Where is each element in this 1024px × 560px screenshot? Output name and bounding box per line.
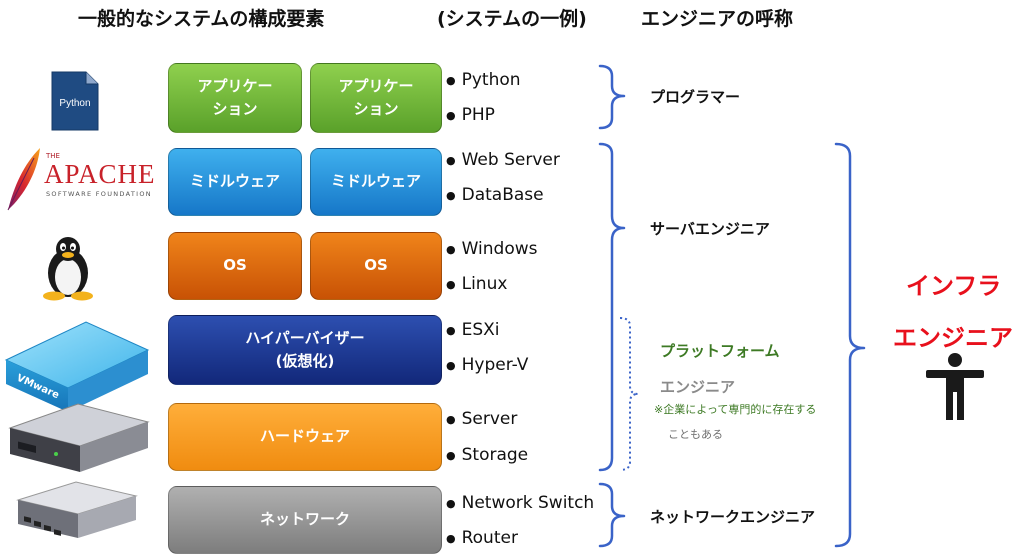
example-item: ●Windows <box>446 239 538 259</box>
role-platform-label: プラットフォーム <box>660 342 780 360</box>
hardware-box: ハードウェア <box>168 403 442 471</box>
example-item: ●Web Server <box>446 150 560 170</box>
example-item: ●DataBase <box>446 185 544 205</box>
platform-note-line1: ※企業によって専門的に存在する <box>654 403 817 416</box>
role-network-engineer: ネットワークエンジニア <box>650 508 816 526</box>
role-programmer: プログラマー <box>650 88 741 106</box>
hypervisor-box: ハイパーバイザー (仮想化) <box>168 315 442 385</box>
infra-engineer-bracket <box>834 142 866 548</box>
programmer-bracket <box>598 64 626 130</box>
os-box-2: OS <box>310 232 442 300</box>
apache-name-text: APACHE <box>44 159 156 189</box>
example-item: ●Server <box>446 409 518 429</box>
vmware-box-icon: VMware <box>4 321 150 412</box>
python-logo-text: Python <box>59 98 90 109</box>
header-example: (システムの一例) <box>437 8 587 30</box>
middleware-box-1: ミドルウェア <box>168 148 302 216</box>
network-box: ネットワーク <box>168 486 442 554</box>
application-box-1: アプリケー ション <box>168 63 302 133</box>
application-box-2: アプリケー ション <box>310 63 442 133</box>
linux-penguin-icon <box>43 237 93 301</box>
infra-label-line1: インフラ <box>906 272 1002 300</box>
header-components: 一般的なシステムの構成要素 <box>78 8 325 30</box>
platform-bracket <box>619 317 639 471</box>
example-item: ●Storage <box>446 445 529 465</box>
example-item: ●Network Switch <box>446 493 595 513</box>
python-file-icon: Python <box>51 71 99 131</box>
example-item: ●ESXi <box>446 320 500 340</box>
example-item: ●Linux <box>446 274 508 294</box>
person-icon <box>926 353 984 420</box>
os-box-1: OS <box>168 232 302 300</box>
role-server-engineer: サーバエンジニア <box>650 220 770 238</box>
network-switch-icon <box>16 481 138 538</box>
role-platform-engineer-label: エンジニア <box>660 378 736 396</box>
example-item: ●Hyper-V <box>446 355 529 375</box>
apache-logo: THE APACHE SOFTWARE FOUNDATION <box>4 146 164 212</box>
apache-sub-text: SOFTWARE FOUNDATION <box>46 190 152 198</box>
apache-feather-icon <box>7 148 40 211</box>
apache-the-text: THE <box>46 152 60 160</box>
example-item: ●Python <box>446 70 521 90</box>
server-engineer-bracket <box>598 142 626 472</box>
header-engineer-names: エンジニアの呼称 <box>641 8 794 30</box>
infra-label-line2: エンジニア <box>893 324 1013 352</box>
example-item: ●PHP <box>446 105 495 125</box>
network-engineer-bracket <box>598 482 626 548</box>
middleware-box-2: ミドルウェア <box>310 148 442 216</box>
example-item: ●Router <box>446 528 518 548</box>
platform-note-line2: こともある <box>668 428 723 441</box>
server-icon <box>8 403 150 472</box>
